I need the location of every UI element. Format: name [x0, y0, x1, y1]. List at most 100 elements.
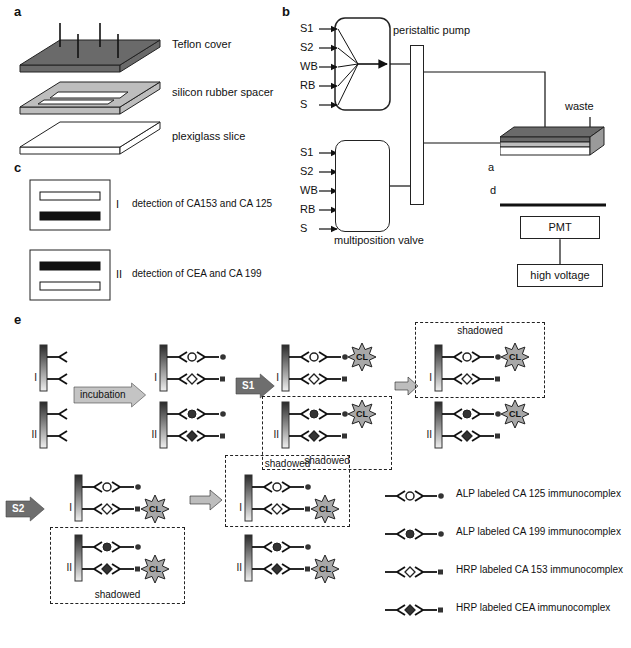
capture-antibody [252, 486, 264, 488]
electrode [40, 345, 67, 391]
detector-window [500, 204, 606, 207]
capture-antibody [397, 491, 405, 496]
label: II [426, 429, 432, 441]
capture-antibody [179, 374, 187, 379]
node-label: high voltage [530, 269, 589, 282]
plate-front [20, 147, 120, 154]
capture-antibody [264, 569, 272, 574]
electrode [245, 475, 339, 523]
electrode [75, 535, 169, 583]
antigen [273, 543, 281, 551]
detection-antibody [480, 378, 494, 380]
detection-antibody [112, 564, 120, 569]
flow-cell-shape [500, 125, 605, 161]
electrode [40, 402, 67, 448]
capture-antibody [385, 533, 397, 535]
electrode [435, 400, 529, 448]
hrp-label [495, 377, 500, 382]
electrode [160, 345, 226, 391]
inlet-arrow [319, 228, 337, 229]
label: RB [300, 79, 315, 92]
cl-mark: CL [356, 352, 368, 363]
capture-antibody [454, 431, 462, 436]
capture-antibody [454, 374, 462, 379]
label: I [69, 502, 72, 514]
waste-line [589, 117, 590, 127]
detection-antibody [319, 379, 327, 384]
detection-antibody [205, 356, 219, 358]
arrow-shape [236, 377, 274, 395]
inlet-arrow [319, 104, 337, 105]
label: waste [565, 100, 594, 113]
electrode-strip [40, 262, 100, 270]
antigen [187, 431, 197, 441]
step-arrow: incubation [74, 386, 146, 404]
label: II [236, 562, 242, 574]
hrp-label [220, 434, 225, 439]
capture-antibody [397, 572, 405, 577]
capture-antibody [167, 378, 179, 380]
arrow-body [74, 383, 146, 407]
capture-antibody [82, 486, 94, 488]
capture-antibody [82, 546, 94, 548]
label: silicon rubber spacer [172, 86, 274, 99]
label: II [66, 562, 72, 574]
detection-antibody [112, 569, 120, 574]
node-label: a [488, 161, 494, 174]
alp-label [220, 354, 226, 360]
detection-antibody [319, 357, 327, 362]
detection-antibody [319, 431, 327, 436]
label: I [429, 372, 432, 384]
cl-mark: CL [319, 564, 331, 575]
hrp-label [220, 377, 225, 382]
electrode [245, 535, 339, 583]
capture-antibody [94, 569, 102, 574]
hrp-label [135, 567, 140, 572]
electrode-bar [75, 475, 82, 521]
plate-top [20, 122, 160, 147]
hrp-label [495, 434, 500, 439]
alp-label [135, 484, 141, 490]
flow-cell: a [500, 125, 605, 161]
label: plexiglass slice [172, 130, 245, 143]
valve-channel [338, 48, 358, 64]
capture-antibody [289, 356, 301, 358]
valve-channel [338, 29, 358, 64]
antigen [462, 374, 472, 384]
capture-antibody [264, 564, 272, 569]
capture-antibody [59, 374, 67, 379]
capture-antibody [59, 436, 67, 441]
detection-antibody [282, 504, 290, 509]
node-label: multiposition valve [334, 234, 424, 247]
cl-mark: CL [149, 564, 161, 575]
cl-burst [501, 343, 529, 371]
tube-line [390, 63, 410, 64]
detection-antibody [327, 435, 341, 437]
electrode-bar [160, 402, 167, 448]
hrp-label [342, 377, 347, 382]
capture-antibody [397, 567, 405, 572]
hrp-label [135, 507, 140, 512]
node-label: S2 [12, 503, 24, 515]
capture-antibody [252, 568, 264, 570]
detection-antibody [112, 482, 120, 487]
electrode-bar [282, 345, 289, 391]
step-arrow: S2 [6, 500, 44, 518]
inlet-arrow [319, 47, 337, 48]
detection-antibody [415, 496, 423, 501]
inlet-arrow [319, 28, 337, 29]
electrode [282, 400, 376, 448]
electrode-bar [245, 535, 252, 581]
node-label: shadowed [51, 589, 184, 601]
detection-antibody [205, 435, 219, 437]
tube-pin [59, 23, 61, 47]
capture-antibody [94, 564, 102, 569]
detection-antibody [472, 409, 480, 414]
cl-burst [348, 400, 376, 428]
tube-pin [99, 23, 101, 47]
label: II [31, 429, 37, 441]
electrode [160, 402, 226, 448]
capture-antibody [82, 568, 94, 570]
detection-antibody [319, 409, 327, 414]
capture-antibody [59, 409, 67, 414]
